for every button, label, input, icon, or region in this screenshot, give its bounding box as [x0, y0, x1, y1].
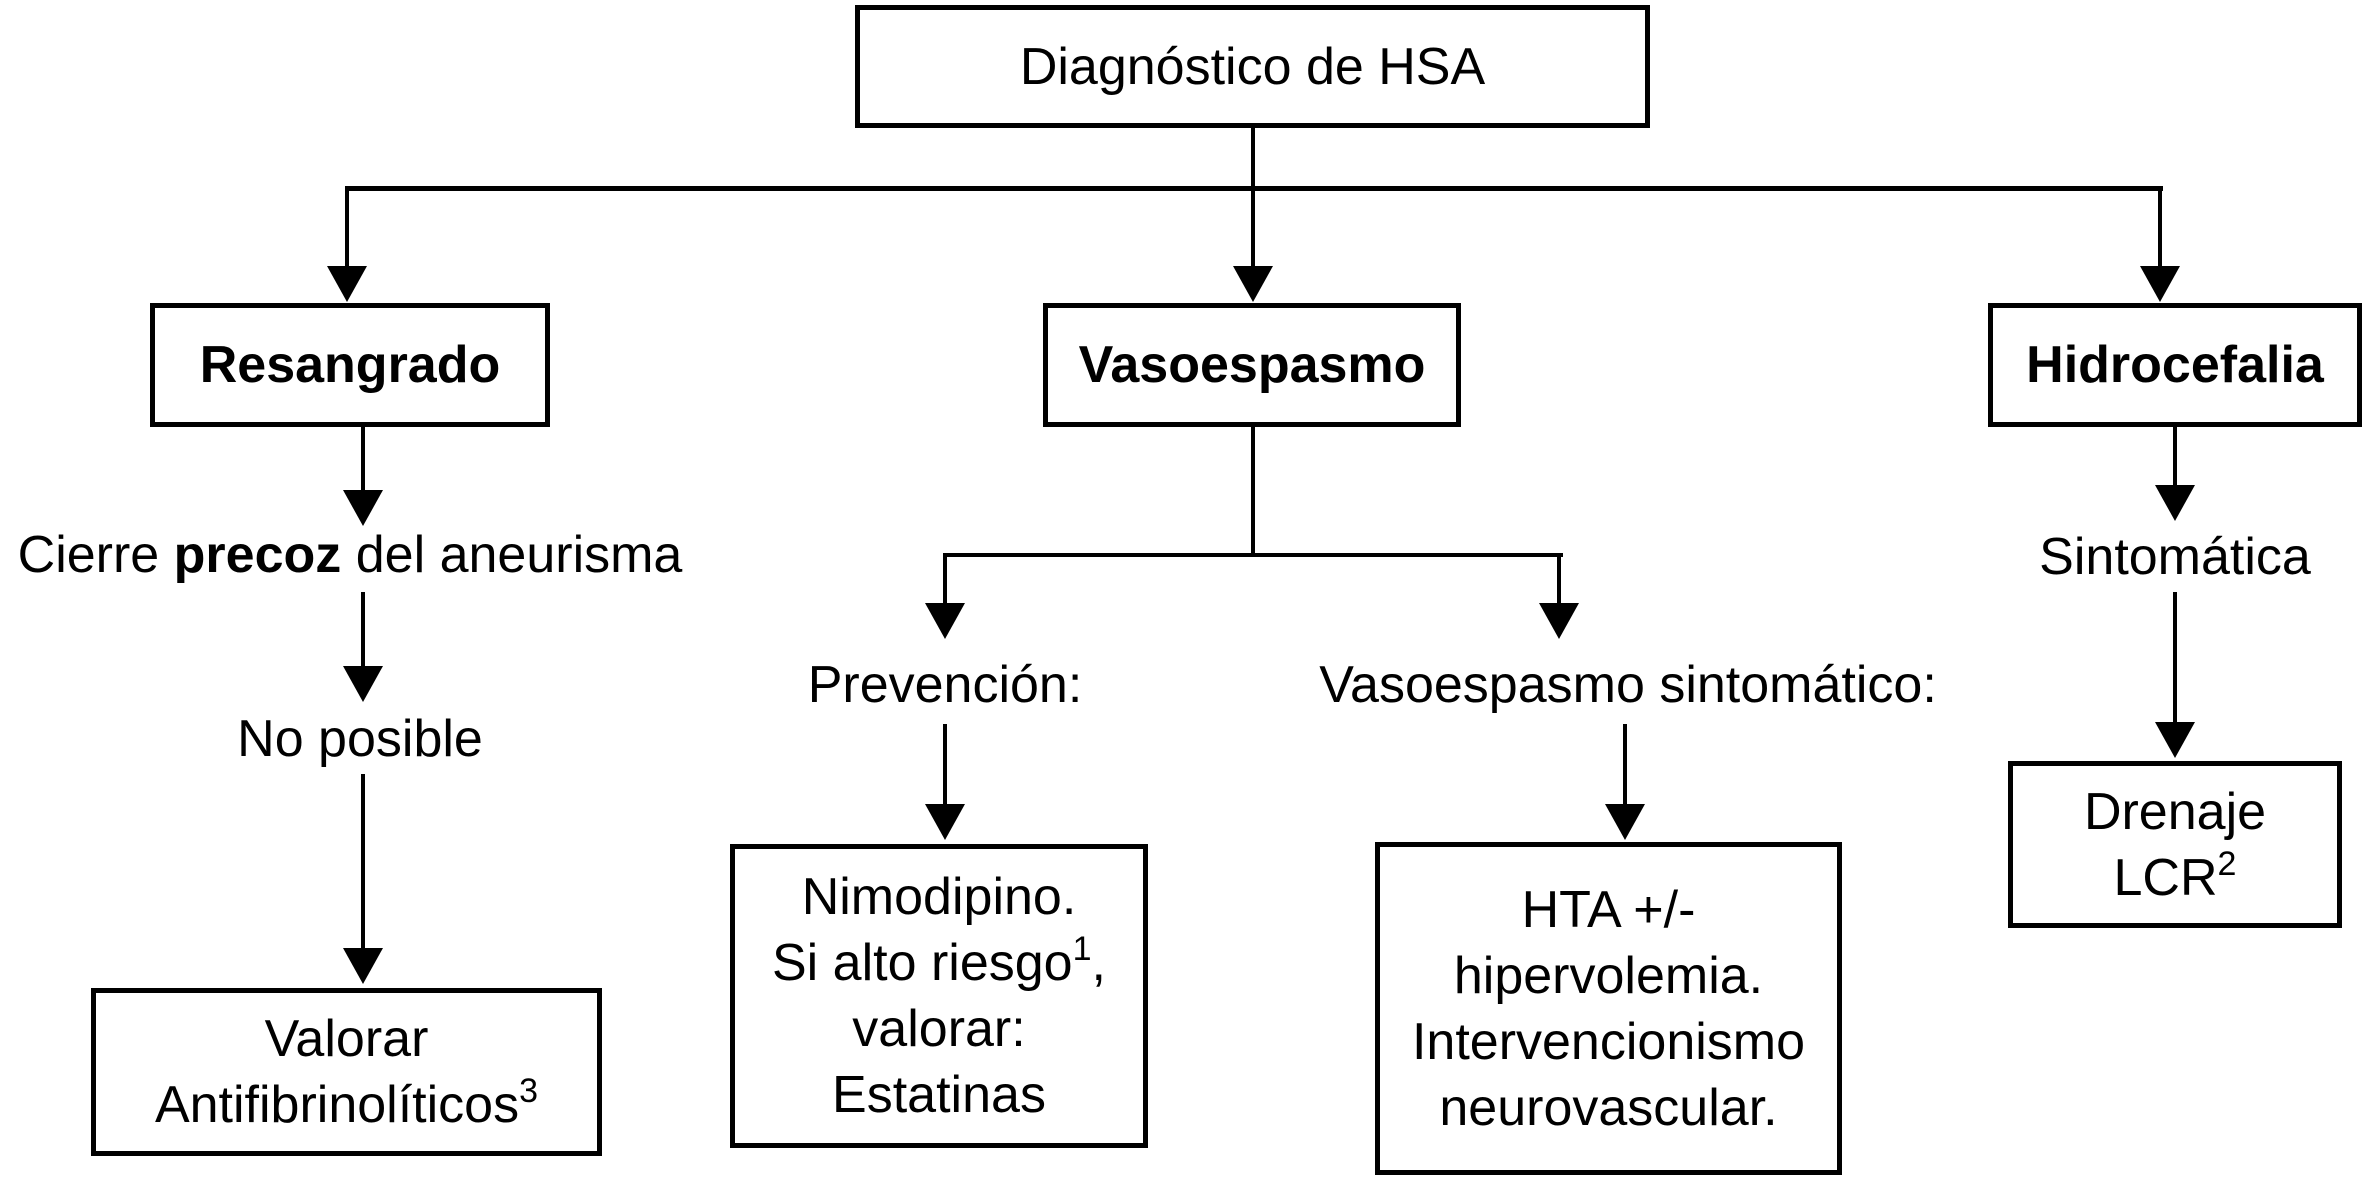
connector-prevencion-drop	[943, 553, 947, 605]
hta-line2: hipervolemia.	[1454, 943, 1763, 1009]
arrowhead-nimodipino-icon	[925, 804, 965, 840]
arrowhead-cierre-precoz-icon	[343, 490, 383, 526]
arrowhead-hta-icon	[1605, 804, 1645, 840]
node-valorar-line2: Antifibrinolíticos3	[155, 1072, 538, 1138]
node-vasoespasmo-label: Vasoespasmo	[1078, 336, 1426, 394]
label-cierre-precoz-pre: Cierre	[17, 526, 174, 584]
node-resangrado: Resangrado	[150, 303, 550, 427]
nimodipino-line4: Estatinas	[832, 1062, 1046, 1128]
valorar-line1-text: Valorar	[264, 1010, 429, 1068]
arrowhead-drenaje-icon	[2155, 722, 2195, 758]
connector-hta	[1623, 724, 1627, 806]
connector-branch-resangrado	[345, 186, 349, 270]
connector-vasoespasmo-bar	[943, 553, 1563, 557]
arrowhead-prevencion-icon	[925, 603, 965, 639]
hta-line3-text: Intervencionismo	[1411, 1012, 1806, 1071]
connector-branch-vasoespasmo	[1251, 186, 1255, 270]
nimodipino-line1: Nimodipino.	[802, 864, 1077, 930]
arrowhead-resangrado-icon	[327, 266, 367, 302]
valorar-line2-text: Antifibrinolíticos	[154, 1076, 520, 1134]
label-no-posible: No posible	[100, 708, 620, 770]
hta-line3: Intervencionismo	[1412, 1009, 1805, 1075]
hta-line4: neurovascular.	[1439, 1075, 1777, 1141]
drenaje-line2: LCR2	[2114, 845, 2237, 911]
label-no-posible-text: No posible	[237, 710, 483, 768]
node-diagnostico-hsa: Diagnóstico de HSA	[855, 5, 1650, 128]
node-vasoespasmo: Vasoespasmo	[1043, 303, 1461, 427]
node-resangrado-label: Resangrado	[199, 336, 501, 394]
arrowhead-sintomatico-icon	[1539, 603, 1579, 639]
nimodipino-line2-sup: 1	[1072, 930, 1092, 968]
connector-hidrocefalia-step1	[2173, 427, 2177, 487]
node-nimodipino: Nimodipino. Si alto riesgo1, valorar: Es…	[730, 844, 1148, 1148]
arrowhead-no-posible-icon	[343, 666, 383, 702]
drenaje-line2-sup: 2	[2217, 844, 2237, 883]
connector-vasoespasmo-stem	[1251, 427, 1255, 555]
label-sintomatica-text: Sintomática	[2039, 528, 2311, 586]
nimodipino-line2: Si alto riesgo1,	[772, 930, 1106, 996]
node-hidrocefalia: Hidrocefalia	[1988, 303, 2362, 427]
connector-hidrocefalia-step2	[2173, 592, 2177, 724]
label-sintomatica: Sintomática	[1920, 526, 2368, 588]
hta-line2-text: hipervolemia.	[1453, 946, 1764, 1005]
connector-branch-hidrocefalia	[2158, 186, 2162, 270]
nimodipino-line1-text: Nimodipino.	[801, 868, 1077, 926]
connector-resangrado-step1	[361, 427, 365, 493]
label-prevencion: Prevención:	[690, 654, 1200, 716]
drenaje-line1-text: Drenaje	[2083, 782, 2267, 841]
drenaje-line2-text: LCR	[2113, 848, 2218, 907]
drenaje-line1: Drenaje	[2084, 779, 2266, 845]
node-valorar-antifibrinoliticos: Valorar Antifibrinolíticos3	[91, 988, 602, 1156]
label-cierre-precoz-post: del aneurisma	[341, 526, 683, 584]
label-vasoespasmo-sintomatico: Vasoespasmo sintomático:	[1273, 654, 1983, 716]
hta-line1: HTA +/-	[1522, 877, 1696, 943]
connector-sintomatico-drop	[1557, 553, 1561, 605]
node-diagnostico-hsa-label: Diagnóstico de HSA	[1019, 37, 1486, 96]
label-cierre-precoz: Cierre precoz del aneurisma	[0, 524, 700, 586]
valorar-line2-sup: 3	[519, 1072, 539, 1110]
node-drenaje-lcr: Drenaje LCR2	[2008, 761, 2342, 928]
label-cierre-precoz-bold: precoz	[173, 526, 342, 584]
arrowhead-hidrocefalia-icon	[2140, 266, 2180, 302]
label-vasoespasmo-sintomatico-text: Vasoespasmo sintomático:	[1319, 656, 1937, 714]
connector-resangrado-step2	[361, 592, 365, 668]
nimodipino-line4-text: Estatinas	[832, 1066, 1046, 1124]
hta-line1-text: HTA +/-	[1521, 880, 1696, 939]
nimodipino-line2-pre: Si alto riesgo	[772, 934, 1073, 992]
arrowhead-valorar-icon	[343, 948, 383, 984]
arrowhead-sintomatica-icon	[2155, 485, 2195, 521]
node-valorar-line1: Valorar	[265, 1006, 429, 1072]
connector-root-stem	[1251, 128, 1255, 188]
hta-line4-text: neurovascular.	[1439, 1078, 1778, 1137]
arrowhead-vasoespasmo-icon	[1233, 266, 1273, 302]
node-hidrocefalia-label: Hidrocefalia	[2026, 336, 2324, 394]
label-prevencion-text: Prevención:	[807, 656, 1083, 714]
connector-resangrado-step3	[361, 774, 365, 950]
nimodipino-line3: valorar:	[852, 996, 1025, 1062]
node-hta-hipervolemia: HTA +/- hipervolemia. Intervencionismo n…	[1375, 842, 1842, 1175]
nimodipino-line3-text: valorar:	[852, 1000, 1026, 1058]
connector-nimodipino	[943, 724, 947, 806]
nimodipino-line2-post: ,	[1091, 934, 1106, 992]
